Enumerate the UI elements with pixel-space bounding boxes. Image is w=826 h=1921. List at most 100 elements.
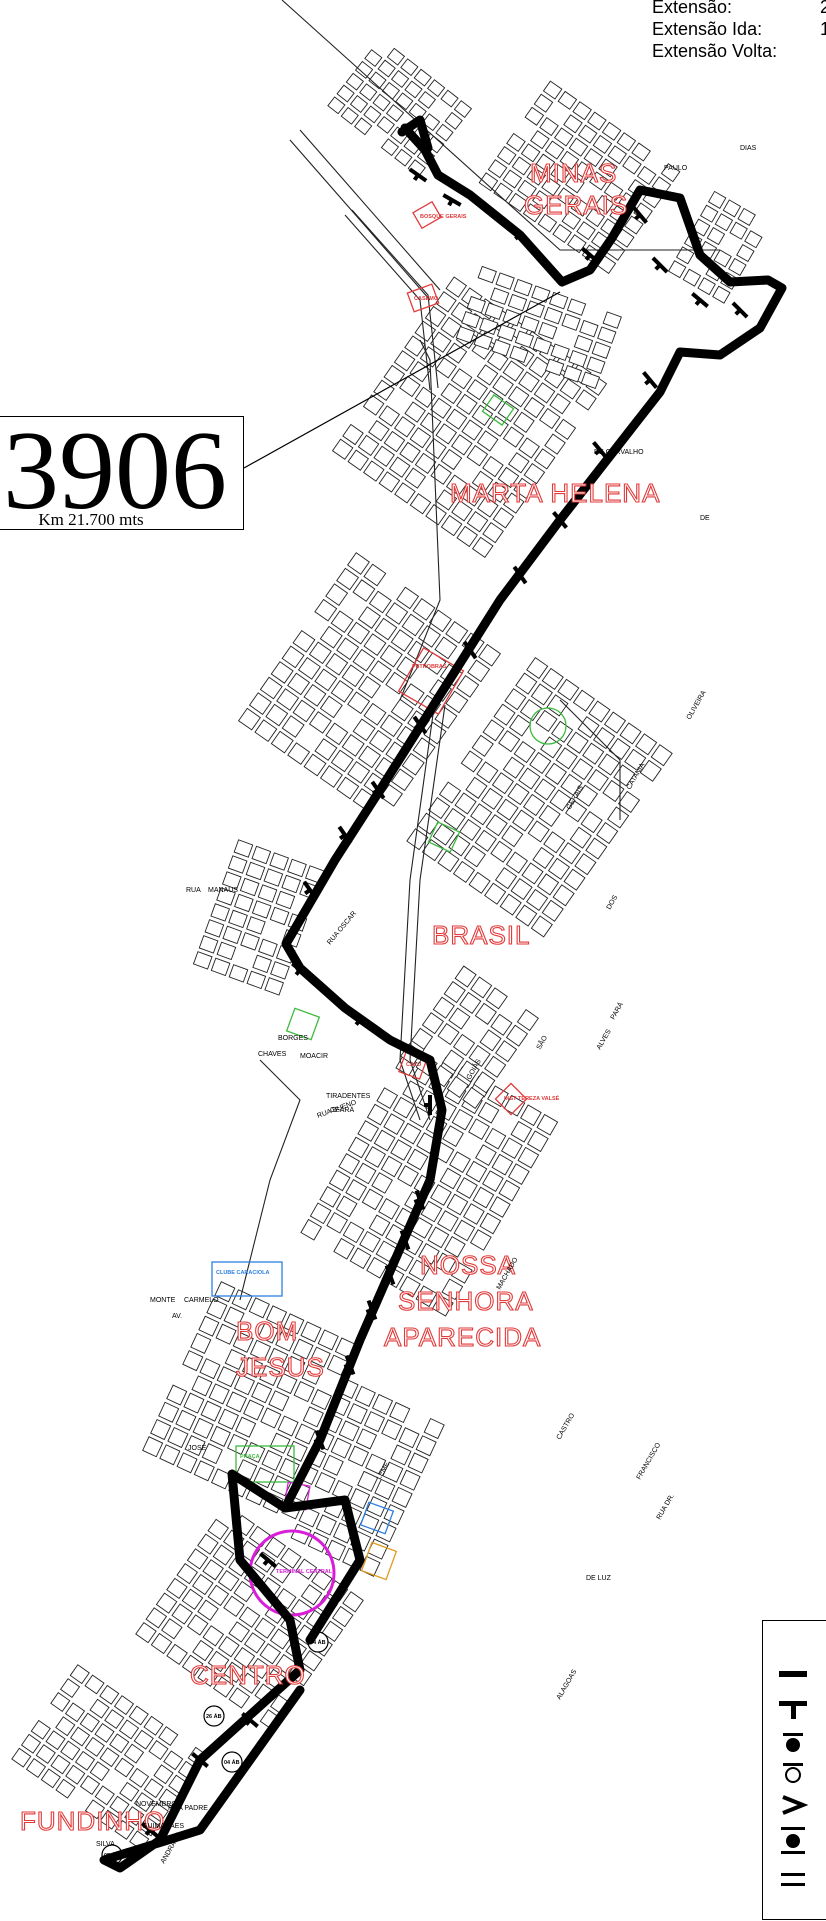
- bus-stop-tee-icon: [779, 1701, 807, 1719]
- city-block: [336, 84, 355, 103]
- city-block: [395, 92, 414, 111]
- city-block: [517, 1146, 540, 1169]
- city-block: [368, 420, 390, 442]
- bus-stop-icon: [383, 1264, 396, 1286]
- city-block: [270, 661, 294, 684]
- city-block: [466, 445, 489, 467]
- city-block: [450, 1261, 473, 1284]
- city-block: [235, 1416, 257, 1438]
- city-block: [301, 1363, 323, 1385]
- city-block: [512, 809, 535, 832]
- city-block: [223, 1661, 245, 1684]
- bus-stop-icon: [512, 226, 528, 244]
- bus-stops: [141, 167, 749, 1838]
- city-block: [251, 1382, 273, 1404]
- city-block: [563, 114, 583, 134]
- city-block: [435, 423, 458, 445]
- city-block: [477, 1101, 500, 1124]
- city-block: [336, 776, 360, 800]
- city-block: [260, 1407, 282, 1429]
- city-block: [565, 800, 588, 823]
- city-block: [223, 1595, 245, 1617]
- city-block: [706, 227, 726, 246]
- street-label: CEARÁ: [330, 1105, 354, 1114]
- city-block: [166, 1643, 188, 1666]
- city-block: [453, 1219, 476, 1242]
- city-block: [526, 888, 549, 912]
- city-block: [535, 153, 556, 173]
- city-block: [463, 845, 486, 868]
- city-block: [342, 1591, 364, 1613]
- city-block: [269, 906, 290, 926]
- city-block: [498, 730, 521, 753]
- city-block: [414, 386, 437, 409]
- city-block: [347, 691, 371, 715]
- city-block: [533, 382, 556, 404]
- poi-label: CASEMO: [414, 296, 439, 302]
- city-block: [561, 210, 582, 230]
- city-block: [193, 1460, 215, 1482]
- city-block: [502, 756, 525, 779]
- city-block: [325, 722, 349, 746]
- city-block: [722, 199, 742, 218]
- poi-marker: [285, 1007, 321, 1041]
- city-block: [224, 1348, 246, 1371]
- city-block: [283, 1313, 305, 1335]
- street-label: ALVES: [596, 1028, 613, 1051]
- city-block: [89, 1761, 110, 1782]
- city-block: [507, 293, 528, 312]
- city-block: [143, 1715, 164, 1736]
- city-block: [394, 148, 413, 167]
- city-block: [444, 111, 463, 130]
- bus-stop-icon: [512, 565, 528, 585]
- city-block: [376, 115, 395, 134]
- city-block: [292, 699, 316, 723]
- city-block: [491, 772, 515, 795]
- city-block: [639, 759, 662, 782]
- poi-label: CLUBE CARACIOLA: [216, 1270, 269, 1276]
- city-block: [660, 163, 681, 183]
- city-block: [109, 1733, 130, 1754]
- city-block: [275, 1330, 297, 1352]
- city-block: [363, 563, 387, 587]
- map-legend: [762, 1620, 826, 1920]
- city-block: [372, 93, 391, 112]
- city-block: [345, 1179, 368, 1201]
- city-block: [383, 1504, 405, 1526]
- city-block: [404, 467, 427, 489]
- city-block: [234, 893, 254, 913]
- city-block: [191, 1375, 213, 1397]
- city-block: [35, 1744, 56, 1765]
- city-block: [552, 884, 575, 907]
- city-block: [198, 935, 219, 954]
- city-block: [341, 664, 365, 688]
- city-block: [562, 364, 583, 383]
- city-block: [399, 1275, 421, 1298]
- poi-marker: [359, 1501, 395, 1535]
- city-block: [533, 93, 554, 113]
- city-block: [65, 1764, 86, 1785]
- city-block: [569, 826, 592, 849]
- city-block: [491, 338, 511, 357]
- city-block: [232, 1331, 254, 1353]
- city-block: [202, 1559, 224, 1581]
- city-block: [399, 1122, 422, 1145]
- city-block: [373, 445, 395, 467]
- city-block: [531, 285, 551, 303]
- city-block: [133, 1792, 155, 1813]
- city-block: [537, 213, 558, 233]
- city-block: [468, 1044, 491, 1067]
- bus-stop-icon: [462, 640, 478, 660]
- city-block: [566, 298, 587, 316]
- city-block: [239, 877, 260, 897]
- city-block: [737, 207, 756, 226]
- city-block: [577, 124, 598, 144]
- city-block: [357, 434, 380, 457]
- city-block: [363, 460, 385, 482]
- neighborhood-label: APARECIDA: [384, 1322, 541, 1352]
- city-block: [502, 492, 525, 514]
- city-block: [438, 781, 462, 804]
- city-block: [64, 1702, 86, 1723]
- city-block: [228, 1621, 250, 1643]
- street-label: TIRADENTES: [326, 1093, 371, 1100]
